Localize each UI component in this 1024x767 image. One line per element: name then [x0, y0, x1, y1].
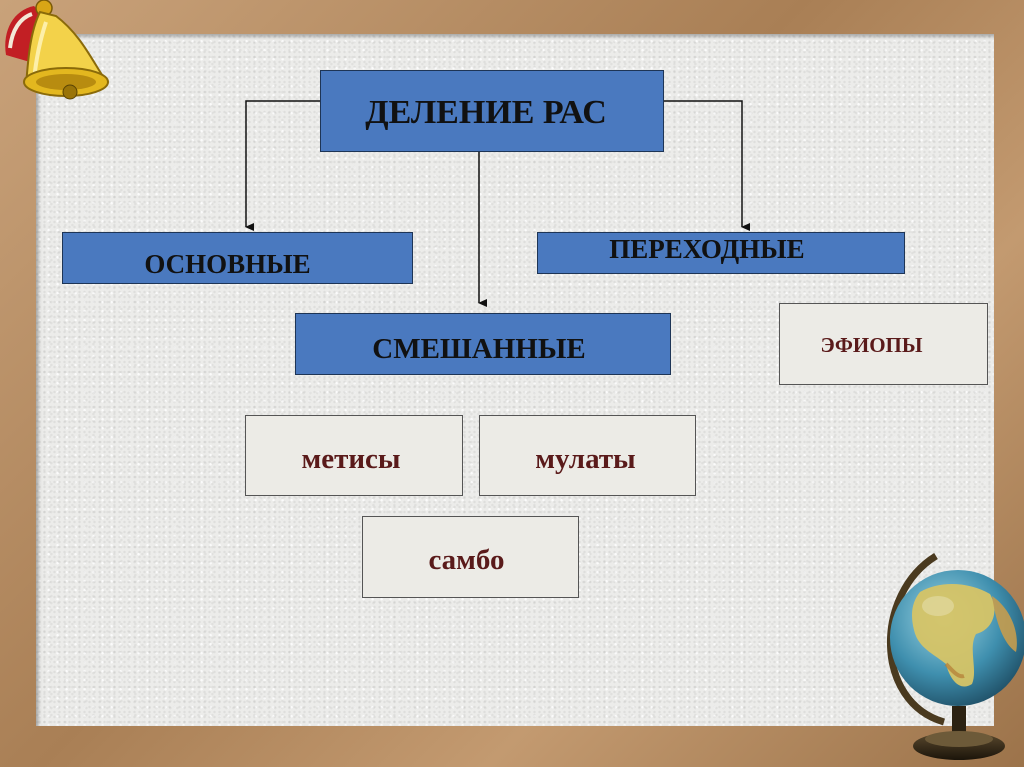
mixed-races-label: СМЕШАННЫЕ — [372, 332, 586, 365]
example-mulattoes: мулаты — [479, 415, 696, 496]
arrow-to-transitional — [663, 100, 750, 231]
transitional-races-label: ПЕРЕХОДНЫЕ — [609, 233, 805, 264]
root-node: ДЕЛЕНИЕ РАС — [320, 70, 664, 152]
main-races-node: ОСНОВНЫЕ — [62, 232, 413, 284]
arrow-to-main — [245, 100, 321, 231]
bell-icon — [5, 0, 109, 100]
example-mestizos-label: метисы — [301, 443, 401, 475]
example-zambos: самбо — [362, 516, 579, 598]
main-races-label: ОСНОВНЫЕ — [144, 248, 311, 279]
example-ethiopians: ЭФИОПЫ — [779, 303, 988, 385]
example-mulattoes-label: мулаты — [535, 443, 636, 475]
root-label: ДЕЛЕНИЕ РАС — [365, 94, 607, 131]
example-mestizos: метисы — [245, 415, 463, 496]
mixed-races-node: СМЕШАННЫЕ — [295, 313, 671, 375]
example-ethiopians-label: ЭФИОПЫ — [820, 332, 923, 357]
transitional-races-node: ПЕРЕХОДНЫЕ — [537, 232, 905, 274]
globe-icon — [887, 553, 1024, 760]
example-zambos-label: самбо — [428, 543, 505, 576]
